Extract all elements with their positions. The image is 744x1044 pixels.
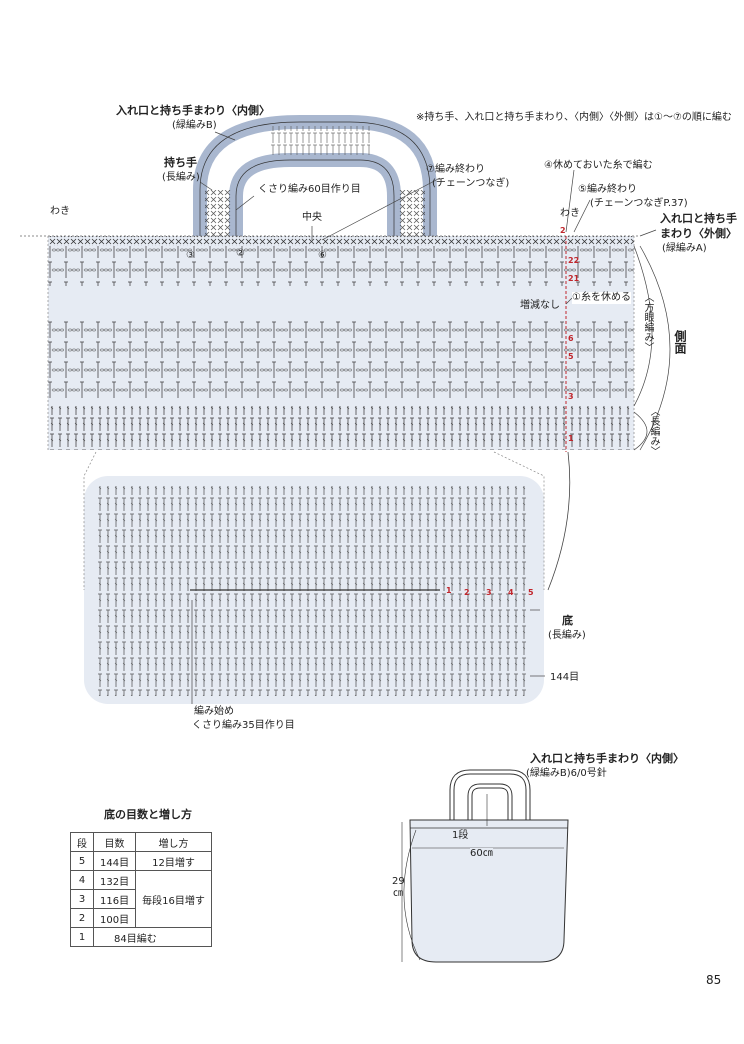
table-title: 底の目数と増し方 [104,808,192,821]
outer-stitch: (緑編みA) [662,243,707,254]
handle-stitch: (長編み) [162,172,200,183]
bag-title: 入れ口と持ち手まわり〈内側〉 [530,752,684,765]
header-cell: 目数 [92,832,137,852]
round-number: 3 [486,588,492,597]
stitch-count-table: 段 目数 増し方 5 144目 12目増す 4 132目 毎段16目増す 3 1… [70,832,212,947]
table-cell: 84目編む [93,927,212,947]
step-3: ③ [186,250,195,261]
row-number: 1 [568,434,574,443]
table-cell: 1 [70,927,94,947]
bottom-count: 144目 [550,672,580,683]
row-number: 22 [568,256,580,265]
end-5-sub: (チェーンつなぎP.37) [590,198,688,209]
waki-left: わき [50,206,70,217]
side-panel [20,235,640,452]
table-row: 1 84目編む [70,927,212,947]
end-7: ⑦編み終わり [426,164,485,175]
row-number: 5 [568,352,574,361]
start-label: 編み始め [194,706,234,717]
no-change-label: 増減なし [520,300,560,311]
handle-title: 持ち手 [164,156,197,169]
inner-stitch: (緑編みB) [172,120,217,131]
bag-width: 60㎝ [470,848,493,860]
table-cell: 5 [70,851,94,871]
bag-stitch: (緑編みB)6/0号針 [526,768,607,779]
center-label: 中央 [302,212,322,223]
table-cell: 毎段16目増す [135,870,212,928]
bottom-stitch: (長編み) [548,630,586,641]
table-row: 5 144目 12目増す [70,851,212,871]
bag-illustration [401,769,569,963]
table-row: 4 132目 毎段16目増す [70,870,212,928]
bag-height-num: 29 [392,876,405,887]
row-number: 2 [560,226,566,235]
round-number: 2 [464,588,470,597]
header-cell: 段 [70,832,94,852]
header-cell: 増し方 [135,832,212,852]
round-number: 5 [528,588,534,597]
round-number: 4 [508,588,514,597]
table-cell: 4 [70,870,94,890]
rest-1: ①糸を休める [572,292,631,304]
handle-arches [193,115,437,238]
bottom-panel [83,451,571,704]
row-number: 21 [568,274,580,283]
table-cell: 12目増す [135,851,212,871]
bag-row-label: 1段 [452,830,469,841]
step-6: ⑥ [318,250,327,261]
side-label: 側面 [673,330,687,354]
outer-title-1: 入れ口と持ち手 [660,212,737,225]
table-cell: 100目 [92,908,137,928]
end-7-sub: (チェーンつなぎ) [432,178,510,189]
table-cell: 2 [70,908,94,928]
table-cell: 3 [70,889,94,909]
row-number: 3 [568,392,574,401]
hogan-label: 〈方眼編み〉 [642,292,653,352]
inner-title: 入れ口と持ち手まわり〈内側〉 [116,104,270,117]
waki-right: わき [560,208,580,219]
bag-height-unit: ㎝ [393,888,403,899]
naga-label: 〈長編み〉 [648,406,659,456]
row-number: 6 [568,334,574,343]
table-cell: 132目 [92,870,137,890]
round-number: 1 [446,586,452,595]
table-cell: 116目 [92,889,137,909]
outer-title-2: まわり〈外側〉 [660,227,737,240]
end-5: ⑤編み終わり [578,184,637,195]
page-number: 85 [706,973,722,987]
step-2: ② [236,248,245,259]
bottom-title: 底 [562,614,573,627]
order-note: ※持ち手、入れ口と持ち手まわり、〈内側〉〈外側〉は①〜⑦の順に編む [416,112,732,123]
leader-lines [191,131,671,704]
table-cell: 144目 [92,851,137,871]
resume-4: ④休めておいた糸で編む [544,160,653,171]
table-header-row: 段 目数 増し方 [70,832,212,852]
chain-60-note: くさり編み60目作り目 [258,184,361,195]
start-chain: くさり編み35目作り目 [192,720,295,731]
